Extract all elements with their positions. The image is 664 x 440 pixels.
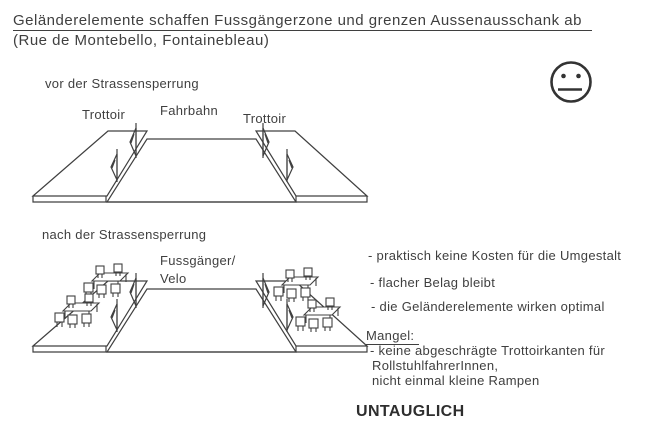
table-and-chairs-icon	[273, 267, 319, 303]
neutral-face-icon	[550, 61, 592, 103]
page-title: Geländerelemente schaffen Fussgängerzone…	[13, 12, 592, 32]
label-trottoir-right: Trottoir	[243, 111, 287, 126]
table-and-chairs-icon	[54, 293, 100, 329]
after-heading: nach der Strassensperrung	[42, 227, 207, 242]
label-velo: Velo	[160, 271, 187, 286]
mangel-line-3: nicht einmal kleine Rampen	[372, 373, 540, 388]
label-fussgaenger: Fussgänger/	[160, 253, 236, 268]
mangel-heading: Mangel:	[366, 328, 420, 345]
page-subtitle: (Rue de Montebello, Fontainebleau)	[13, 32, 270, 49]
mangel-line-2: RollstuhlfahrerInnen,	[372, 358, 499, 373]
verdict-text: UNTAUGLICH	[356, 403, 465, 420]
pro-item-1: - praktisch keine Kosten für die Umgesta…	[368, 248, 622, 263]
street-before-diagram	[32, 122, 368, 203]
label-trottoir-left: Trottoir	[82, 107, 126, 122]
pro-item-2: - flacher Belag bleibt	[370, 275, 496, 290]
pro-item-3: - die Geländerelemente wirken optimal	[371, 299, 605, 314]
before-heading: vor der Strassensperrung	[45, 76, 199, 91]
mangel-line-1: - keine abgeschrägte Trottoirkanten für	[370, 343, 605, 358]
label-fahrbahn: Fahrbahn	[160, 103, 219, 118]
